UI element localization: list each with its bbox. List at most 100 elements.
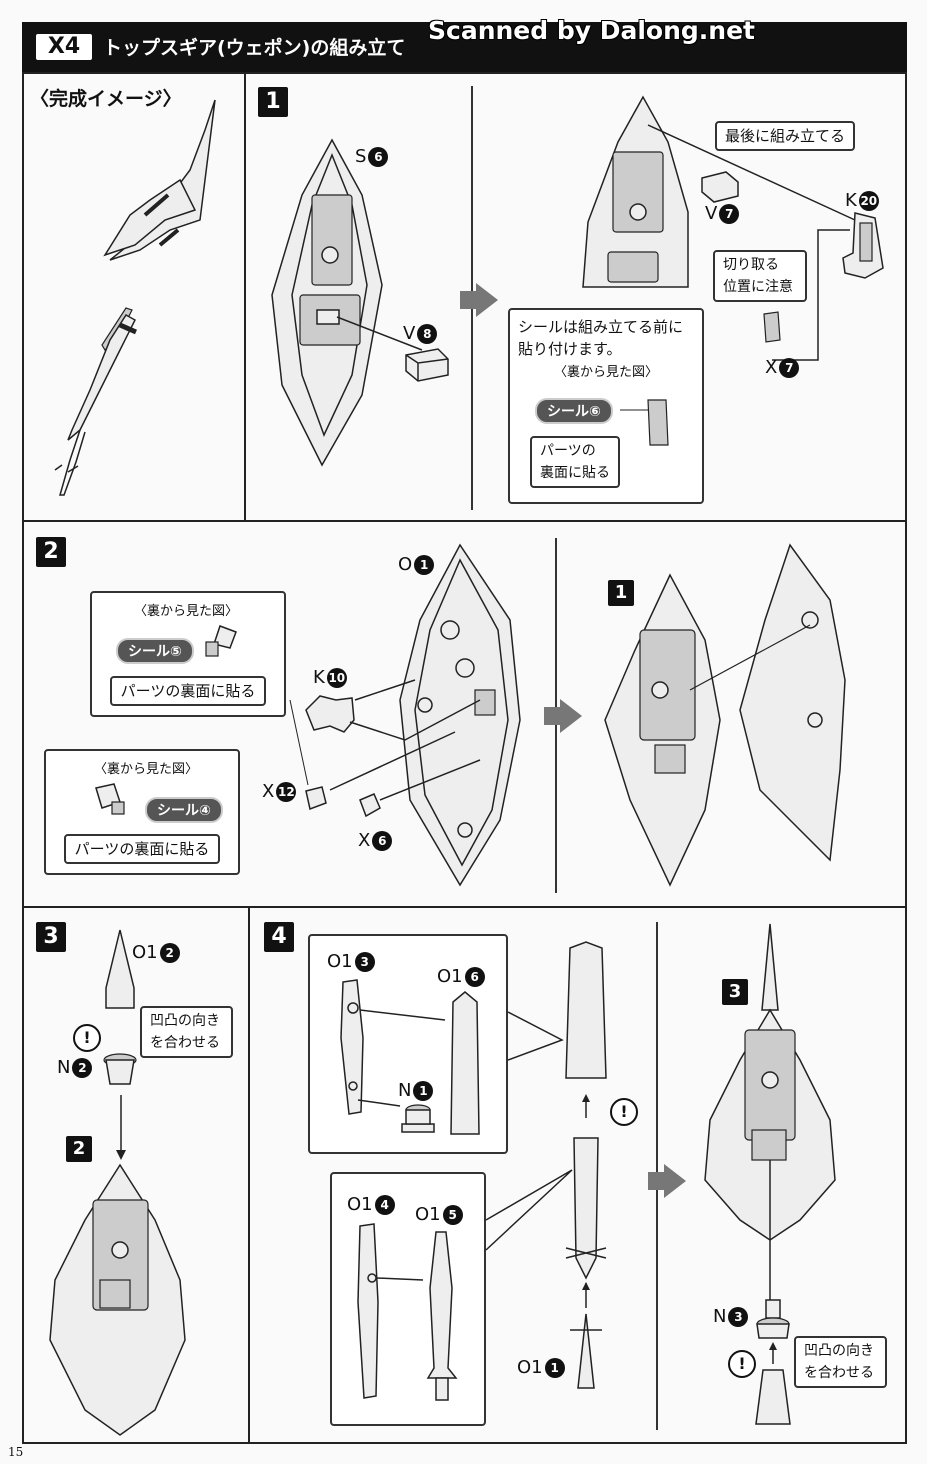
completed-weapon-illustration	[54, 99, 216, 496]
paste-back-b: パーツの裏面に貼る	[64, 834, 220, 864]
part-x7-illustration	[763, 311, 781, 343]
page-number: 15	[8, 1445, 24, 1459]
step3-align-note: 凹凸の向き を合わせる	[140, 1006, 233, 1058]
label-n2-num: 2	[72, 1058, 93, 1078]
step1-flow-arrow	[476, 283, 498, 317]
label-o14-num: 4	[374, 1195, 395, 1215]
label-n2-letter: N	[57, 1057, 71, 1078]
sticker4-part-illustration	[95, 783, 125, 815]
label-x6-num: 6	[372, 831, 393, 851]
step4-align-line2: を合わせる	[804, 1365, 874, 1381]
step4-align-note: 凹凸の向き を合わせる	[794, 1336, 887, 1388]
label-k20-letter: K	[845, 190, 857, 211]
part-o13-illustration	[340, 979, 364, 1115]
label-n1-letter: N	[398, 1080, 412, 1101]
step4-result-illustration	[704, 923, 836, 1320]
label-o16-text: O1	[437, 966, 463, 987]
sticker-note-line2: 貼り付けます。	[518, 340, 622, 358]
label-o16-num: 6	[464, 967, 485, 987]
sticker5-label: シール⑤	[116, 638, 194, 664]
label-x6-letter: X	[358, 830, 371, 851]
sticker6-label: シール⑥	[535, 398, 613, 424]
label-n3-letter: N	[713, 1306, 727, 1327]
step1-right-part-illustration	[582, 95, 689, 288]
step4-top-connectors	[357, 1009, 446, 1107]
label-o15-text: O1	[415, 1204, 441, 1225]
part-v8-illustration	[405, 348, 449, 382]
sticker6-badge: シール⑥	[535, 398, 613, 424]
label-o12-text: O1	[132, 942, 158, 963]
label-o1-num: 1	[414, 555, 435, 575]
step1-number: 1	[258, 87, 288, 117]
step4-caution-icon-center: !	[610, 1098, 638, 1126]
paste-note-line2: 裏面に貼る	[540, 465, 610, 481]
complete-image-title: 〈完成イメージ〉	[30, 88, 182, 110]
step4-flow-arrow-shaft	[648, 1172, 664, 1190]
step4-bottom-connector	[376, 1277, 424, 1281]
step4-align-line1: 凹凸の向き	[804, 1343, 874, 1359]
label-x7-num: 7	[779, 358, 800, 378]
label-o13-num: 3	[354, 952, 375, 972]
part-o16-illustration	[450, 991, 480, 1135]
label-o15-num: 5	[442, 1205, 463, 1225]
step2-flow-arrow-shaft	[544, 707, 560, 725]
label-v7-num: 7	[719, 204, 740, 224]
step3-number: 3	[36, 922, 66, 952]
label-x12-num: 12	[276, 782, 297, 802]
part-o15-illustration	[426, 1231, 458, 1401]
part-n2-illustration	[103, 1053, 137, 1085]
label-o12-num: 2	[159, 943, 180, 963]
label-n1-num: 1	[413, 1081, 434, 1101]
step3-align-line1: 凹凸の向き	[150, 1013, 220, 1029]
cut-note-line1: 切り取る	[723, 257, 779, 273]
label-s6-letter: S	[355, 146, 367, 167]
sticker-note-line1: シールは組み立てる前に	[518, 318, 684, 336]
step3-arrow	[116, 1095, 126, 1160]
label-o13-text: O1	[327, 951, 353, 972]
callout-paste-back: パーツの 裏面に貼る	[530, 436, 620, 488]
label-o11-num: 1	[544, 1358, 565, 1378]
label-v7-letter: V	[705, 203, 718, 224]
step1-flow-arrow-shaft	[460, 291, 476, 309]
label-o1-letter: O	[398, 554, 413, 575]
label-o11-text: O1	[517, 1357, 543, 1378]
page-title: トップスギア(ウェポン)の組み立て	[103, 37, 406, 59]
label-x12-letter: X	[262, 781, 275, 802]
step2-connector-lines	[289, 679, 481, 801]
step2-result-illustration	[604, 543, 846, 887]
label-n3-num: 3	[728, 1307, 749, 1327]
part-x6-illustration	[359, 793, 381, 818]
step2-number: 2	[36, 537, 66, 567]
step4-caution-icon-right: !	[728, 1350, 756, 1378]
label-v8-num: 8	[417, 324, 438, 344]
step4-ref-step3: 3	[722, 979, 748, 1005]
step1-left-part-illustration	[271, 138, 423, 467]
label-x7-letter: X	[765, 357, 778, 378]
header-bar	[22, 22, 907, 72]
quantity-badge: X4	[36, 34, 92, 60]
part-o12-tip-illustration	[105, 929, 135, 1009]
label-k10-num: 10	[326, 668, 347, 688]
label-k10-letter: K	[313, 667, 325, 688]
step3-assembly-illustration	[49, 1163, 186, 1436]
part-n1-illustration	[401, 1104, 435, 1133]
step2-ref-step1: 1	[608, 580, 634, 606]
part-v7-illustration	[701, 171, 739, 203]
paste-back-a: パーツの裏面に貼る	[110, 676, 266, 706]
part-n3-illustration	[755, 1299, 791, 1425]
step2-frame-part-illustration	[399, 543, 521, 887]
part-k10-illustration	[305, 695, 355, 733]
